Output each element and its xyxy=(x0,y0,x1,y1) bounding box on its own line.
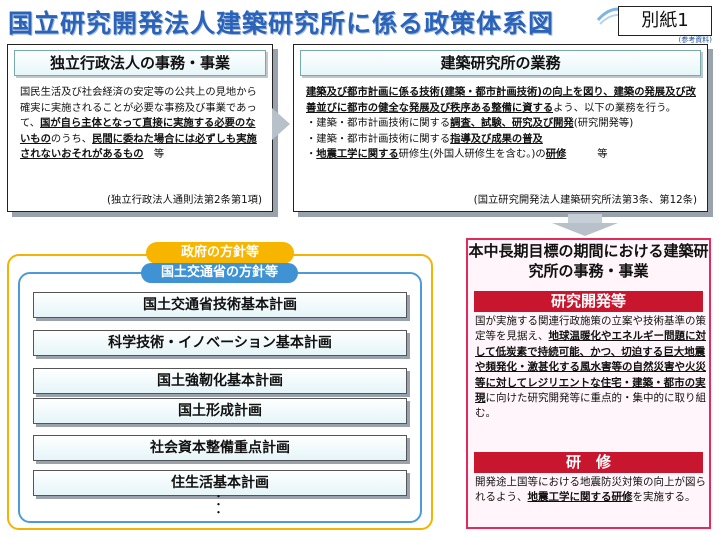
plan-item: 住生活基本計画 xyxy=(33,470,407,496)
plan-item: 国土形成計画 xyxy=(33,398,407,424)
independent-agency-text: 国民生活及び社会経済の安定等の公共上の見地から確実に実施されることが必要な事務及… xyxy=(20,86,257,161)
plan-item: 社会資本整備重点計画 xyxy=(33,435,407,461)
mid-long-term-title: 本中長期目標の期間における建築研究所の事務・事業 xyxy=(468,242,709,280)
page-title: 国立研究開発法人建築研究所に係る政策体系図 xyxy=(8,9,555,38)
bri-duties-citation: (国立研究開発法人建築研究所法第3条、第12条) xyxy=(473,194,697,206)
mlit-policy-label: 国土交通省の方針等 xyxy=(141,263,298,283)
training-text: 開発途上国等における地震防災対策の向上が図られるよう、地震工学に関する研修を実施… xyxy=(475,476,706,504)
independent-agency-citation: (独立行政法人通則法第2条第1項) xyxy=(107,194,262,206)
bri-duties-text: 建築及び都市計画に係る技術(建築・都市計画技術)の向上を図り、建築の発展及び改善… xyxy=(306,86,696,161)
plan-item: 科学技術・イノベーション基本計画 xyxy=(33,330,407,356)
arrow-down-icon xyxy=(552,223,618,236)
more-plans-ellipsis: ・ ・ ・ xyxy=(213,490,224,519)
independent-agency-heading: 独立行政法人の事務・事業 xyxy=(14,50,266,76)
training-band: 研 修 xyxy=(474,452,703,473)
plan-item: 国土交通省技術基本計画 xyxy=(33,292,407,318)
rd-text: 国が実施する関連行政施策の立案や技術基準の策定等を見据え、地球温暖化やエネルギー… xyxy=(475,315,706,420)
arrow-down-stem xyxy=(568,214,602,224)
bri-duties-heading: 建築研究所の業務 xyxy=(300,50,701,76)
plan-item: 国土強靭化基本計画 xyxy=(33,368,407,394)
independent-agency-box: 独立行政法人の事務・事業 国民生活及び社会経済の安定等の公共上の見地から確実に実… xyxy=(7,44,273,212)
rd-band: 研究開発等 xyxy=(474,291,703,312)
reference-tag: (参考資料) xyxy=(678,36,712,44)
bri-duties-box: 建築研究所の業務 建築及び都市計画に係る技術(建築・都市計画技術)の向上を図り、… xyxy=(293,44,708,212)
arrow-right-icon xyxy=(272,108,290,140)
government-policy-label: 政府の方針等 xyxy=(146,242,294,264)
mid-long-term-box xyxy=(466,238,711,529)
attachment-badge: 別紙1 xyxy=(618,6,712,36)
